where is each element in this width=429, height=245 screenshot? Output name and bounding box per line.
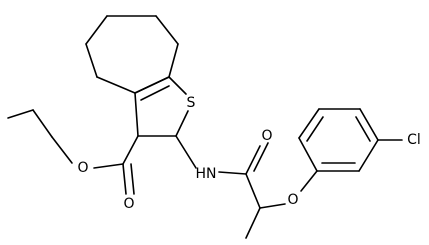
bond bbox=[85, 15, 108, 45]
bond bbox=[175, 110, 189, 137]
bond bbox=[51, 136, 73, 164]
bond bbox=[134, 76, 170, 94]
bond bbox=[168, 43, 179, 78]
bond bbox=[245, 145, 261, 175]
bond bbox=[140, 85, 170, 101]
bond bbox=[175, 135, 197, 169]
bond bbox=[253, 142, 269, 172]
bond bbox=[122, 163, 127, 195]
chlorine-label: Cl bbox=[407, 132, 421, 148]
bonds bbox=[7, 15, 403, 239]
amide-nitrogen-label: HN bbox=[196, 166, 217, 182]
ester-oxygen-label: O bbox=[77, 160, 88, 176]
bond bbox=[93, 163, 124, 169]
bond bbox=[358, 139, 379, 172]
ester-carbonyl-oxygen-label: O bbox=[123, 196, 134, 212]
bond bbox=[7, 109, 34, 119]
bond bbox=[355, 116, 371, 142]
atom-labels: S HN O O O O Cl bbox=[77, 95, 420, 212]
amide-oxygen-label: O bbox=[261, 128, 272, 144]
bond bbox=[300, 170, 318, 192]
bond bbox=[245, 173, 261, 209]
bond bbox=[130, 163, 135, 195]
bond bbox=[134, 92, 139, 137]
bond bbox=[306, 116, 324, 142]
bond bbox=[298, 137, 318, 172]
bond bbox=[245, 207, 261, 239]
bond bbox=[168, 76, 187, 95]
bond bbox=[32, 109, 53, 138]
bond bbox=[298, 108, 320, 139]
ether-oxygen-label: O bbox=[287, 192, 298, 208]
bond bbox=[85, 43, 98, 78]
bond bbox=[96, 76, 136, 94]
bond bbox=[359, 108, 379, 141]
sulfur-label: S bbox=[187, 95, 196, 111]
bond bbox=[155, 15, 179, 45]
bond bbox=[259, 203, 286, 209]
bond bbox=[122, 135, 139, 165]
bond bbox=[218, 171, 247, 175]
